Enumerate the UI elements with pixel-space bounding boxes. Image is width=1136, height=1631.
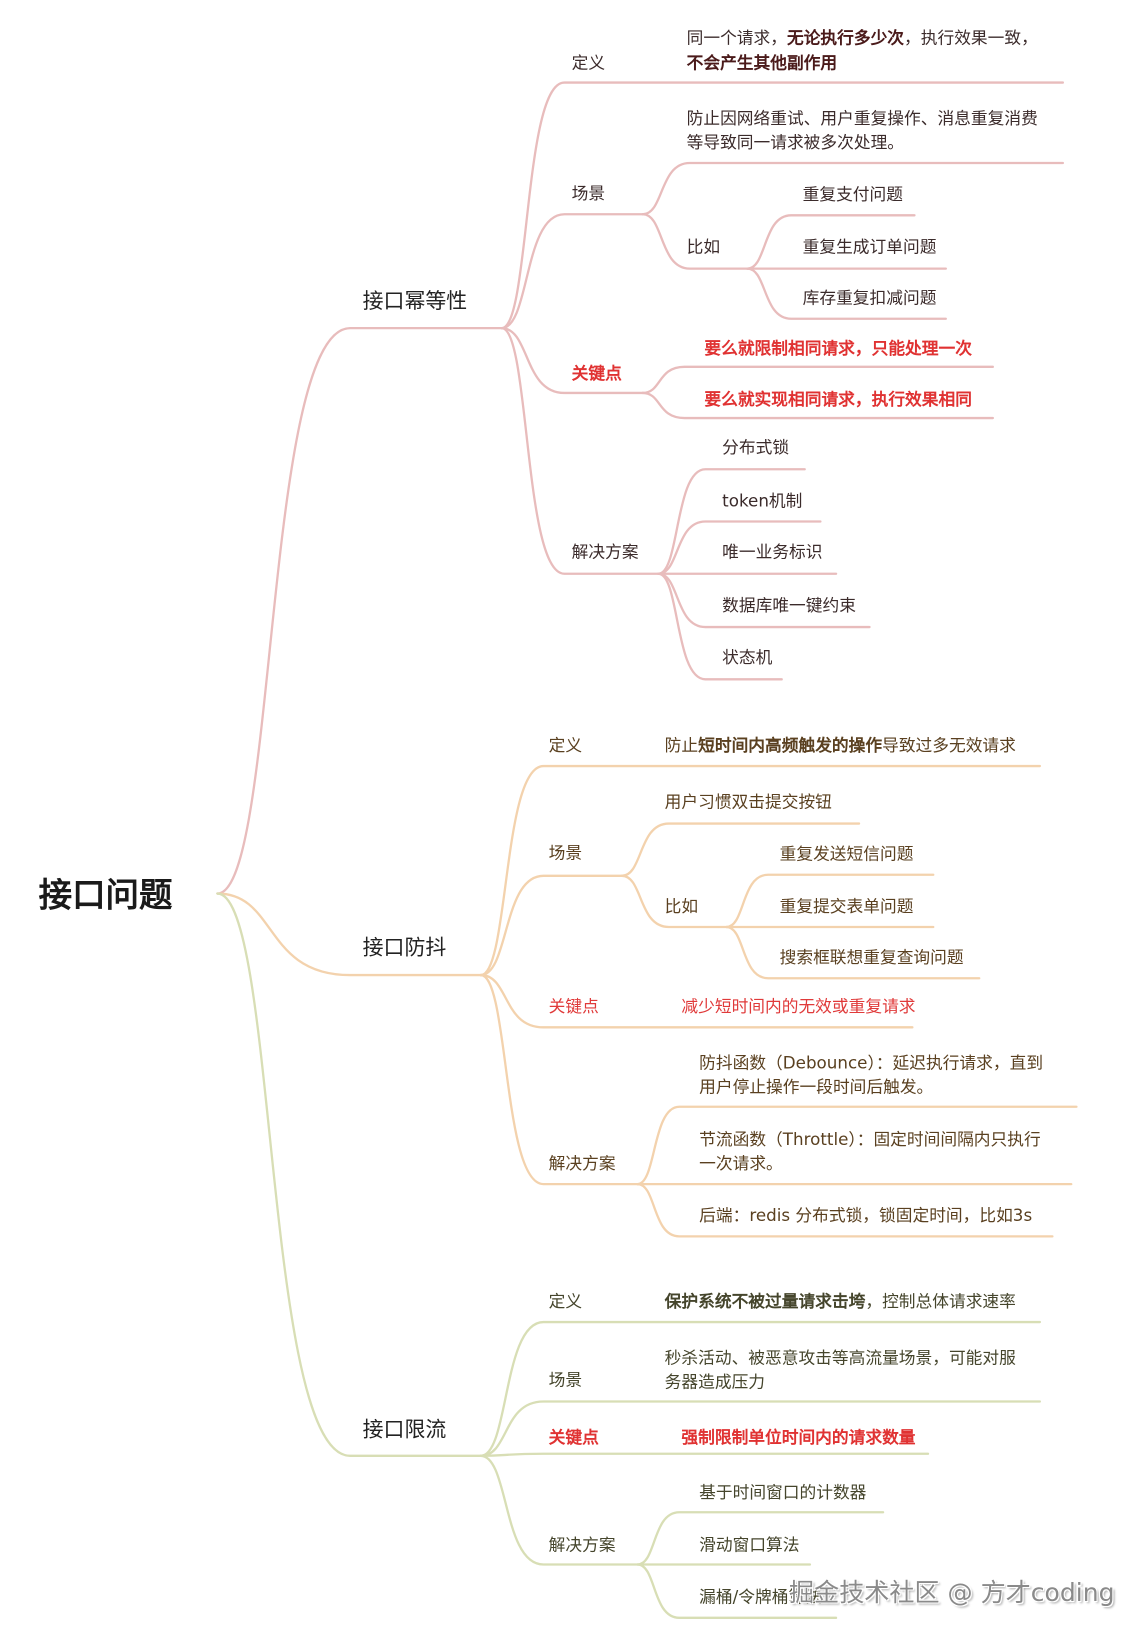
debounce-connector: [636, 1182, 1054, 1238]
idempotency-solution-label: 解决方案: [571, 541, 639, 562]
ratelimit-solution-label: 解决方案: [548, 1534, 616, 1555]
idempotency-keypoint-label: 关键点: [571, 363, 622, 384]
idempotency-connector-group: [216, 81, 1065, 895]
debounce-solution-line: 一次请求。: [699, 1153, 783, 1174]
debounce-connector: [725, 925, 981, 980]
idempotency-keypoint: 要么就实现相同请求，执行效果相同: [704, 389, 972, 410]
ratelimit-connector: [479, 1452, 930, 1457]
debounce-keypoint-label: 关键点: [548, 996, 599, 1017]
idempotency-connector: [641, 213, 749, 270]
ratelimit-keypoint-label: 关键点: [548, 1427, 599, 1447]
debounce-definition: 防止短时间内高频触发的操作导致过多无效请求: [665, 733, 1016, 757]
debounce-connector: [636, 1105, 1078, 1186]
idempotency-connector: [746, 214, 916, 270]
text-segment: 防止: [664, 735, 699, 756]
debounce-connector: [479, 973, 914, 1029]
branch-idempotency: 接口幂等性: [362, 287, 468, 314]
debounce-connector: [479, 874, 623, 977]
ratelimit-solution: 滑动窗口算法: [699, 1534, 800, 1555]
ratelimit-connector: [636, 1563, 838, 1619]
ratelimit-connector: [479, 1454, 639, 1566]
debounce-solution-line: 防抖函数（Debounce）：延迟执行请求，直到: [699, 1052, 1044, 1073]
ratelimit-connector-group: [216, 892, 1042, 1619]
idempotency-connector: [641, 161, 1065, 216]
debounce-keypoint: 减少短时间内的无效或重复请求: [681, 996, 916, 1017]
ratelimit-connector: [479, 1320, 1042, 1457]
idempotency-example: 重复生成订单问题: [802, 236, 937, 257]
debounce-solution-label: 解决方案: [548, 1153, 616, 1174]
watermark: 掘金技术社区 @ 方才coding: [789, 1578, 1115, 1608]
text-segment: ，控制总体请求速率: [865, 1291, 1016, 1312]
idempotency-connector: [500, 327, 660, 575]
ratelimit-solution: 基于时间窗口的计数器: [699, 1482, 867, 1503]
ratelimit-connector: [216, 892, 482, 1457]
ratelimit-solution: 漏桶/令牌桶算法: [699, 1586, 822, 1607]
idempotency-connector: [746, 267, 947, 320]
ratelimit-definition-label: 定义: [548, 1291, 583, 1312]
idempotency-definition-label: 定义: [571, 52, 606, 73]
idempotency-solution: 状态机: [722, 647, 773, 668]
debounce-solution-line: 节流函数（Throttle）：固定时间间隔内只执行: [699, 1129, 1041, 1150]
ratelimit-scenario-line2: 务器造成压力: [664, 1371, 766, 1392]
bold-segment: 无论执行多少次: [786, 27, 905, 48]
idempotency-connector: [657, 520, 822, 575]
idempotency-scenario-line2: 等导致同一请求被多次处理。: [686, 132, 905, 153]
debounce-connector: [479, 973, 639, 1186]
ratelimit-connector: [479, 1400, 1042, 1457]
idempotency-connector: [657, 572, 783, 681]
root-node: 接口问题: [38, 875, 173, 915]
idempotency-example: 重复支付问题: [802, 184, 903, 205]
bold-segment: 短时间内高频触发的操作: [698, 735, 883, 756]
debounce-example: 重复发送短信问题: [779, 843, 914, 864]
idempotency-connector: [500, 327, 644, 395]
idempotency-connector: [641, 391, 994, 420]
debounce-scenario-label: 场景: [548, 842, 583, 863]
debounce-connector: [479, 764, 1042, 977]
debounce-connector: [216, 892, 482, 977]
branch-debounce: 接口防抖: [362, 934, 447, 960]
idempotency-definition-line2: 不会产生其他副作用: [686, 52, 838, 73]
debounce-example: 搜索框联想重复查询问题: [779, 947, 964, 968]
idempotency-scenario-line1: 防止因网络重试、用户重复操作、消息重复消费: [686, 108, 1038, 129]
idempotency-solution: 唯一业务标识: [722, 541, 823, 562]
idempotency-connector: [641, 365, 994, 395]
ratelimit-definition: 保护系统不被过量请求击垮，控制总体请求速率: [665, 1289, 1016, 1313]
ratelimit-scenario-line1: 秒杀活动、被恶意攻击等高流量场景，可能对服: [664, 1347, 1016, 1368]
debounce-definition-label: 定义: [548, 735, 583, 756]
ratelimit-scenario-label: 场景: [548, 1369, 583, 1390]
text-segment: ，执行效果一致，: [904, 27, 1038, 48]
text-segment: 导致过多无效请求: [882, 735, 1016, 756]
ratelimit-keypoint: 强制限制单位时间内的请求数量: [681, 1427, 916, 1447]
idempotency-scenario-label: 场景: [571, 183, 606, 204]
ratelimit-connector: [636, 1511, 885, 1566]
idempotency-solution: token机制: [722, 490, 803, 511]
idempotency-solution: 数据库唯一键约束: [722, 595, 856, 616]
branch-rate-limit: 接口限流: [362, 1416, 447, 1442]
debounce-solution-line: 后端：redis 分布式锁，锁固定时间，比如3s: [699, 1205, 1033, 1226]
idempotency-keypoint: 要么就限制相同请求，只能处理一次: [704, 338, 972, 358]
debounce-examples-label: 比如: [664, 896, 699, 917]
idempotency-connector: [657, 468, 806, 575]
debounce-connector: [620, 874, 728, 929]
idempotency-examples-label: 比如: [686, 236, 721, 257]
debounce-connector-group: [216, 764, 1078, 1238]
idempotency-definition-line1: 同一个请求，无论执行多少次，执行效果一致，: [687, 26, 1038, 50]
idempotency-example: 库存重复扣减问题: [802, 287, 937, 308]
debounce-connector: [620, 822, 861, 877]
bold-segment: 保护系统不被过量请求击垮: [664, 1291, 866, 1312]
debounce-example: 重复提交表单问题: [779, 896, 914, 917]
idempotency-connector: [500, 81, 1065, 330]
idempotency-connector: [500, 213, 644, 330]
idempotency-solution: 分布式锁: [722, 437, 790, 458]
idempotency-connector: [216, 327, 503, 895]
text-segment: 同一个请求，: [686, 27, 787, 48]
debounce-connector: [725, 873, 935, 929]
debounce-solution-line: 用户停止操作一段时间后触发。: [699, 1076, 934, 1097]
debounce-scenario: 用户习惯双击提交按钮: [664, 791, 832, 812]
